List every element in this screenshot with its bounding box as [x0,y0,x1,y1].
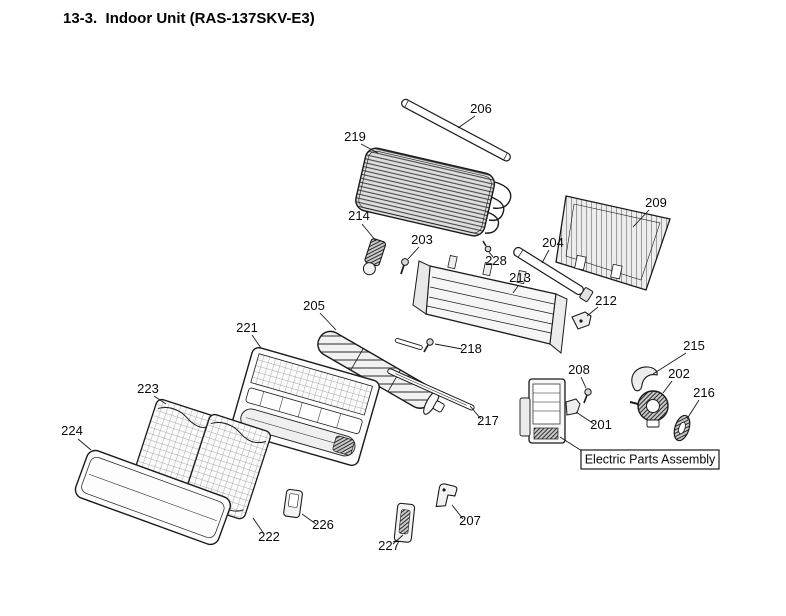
part-204-pipe [513,246,594,303]
part-callout-204: 204 [541,235,564,264]
part-203-screw [400,258,409,275]
part-callout-223: 223 [137,381,167,405]
part-label-203: 203 [411,232,433,247]
part-label-209: 209 [645,195,667,210]
part-224-front-panel [74,449,231,546]
part-callout-203: 203 [407,232,433,260]
part-label-202: 202 [668,366,690,381]
part-label-208: 208 [568,362,590,377]
part-label-223: 223 [137,381,159,396]
part-callout-212: 212 [586,293,617,317]
part-227-cover [393,502,416,543]
part-label-218: 218 [460,341,482,356]
part-label-205: 205 [303,298,325,313]
refrigerant-tubes [484,181,512,234]
part-218-screw [394,338,434,353]
part-label-226: 226 [312,517,334,532]
part-callout-227: 227 [378,534,404,553]
part-label-221: 221 [236,320,258,335]
part-215-bracket [631,366,658,392]
part-label-206: 206 [470,101,492,116]
part-214-motor [362,238,387,276]
part-callout-221: 221 [236,320,262,349]
part-callout-208: 208 [568,362,590,389]
part-callout-214: 214 [348,208,377,242]
part-216-bushing [673,414,691,442]
part-callout-217: 217 [469,405,499,428]
part-label-207: 207 [459,513,481,528]
part-208-screw [583,388,592,404]
part-callout-226: 226 [301,513,334,532]
part-201-electric-box [519,378,581,444]
part-label-216: 216 [693,385,715,400]
part-callout-206: 206 [457,101,492,129]
part-label-201: 201 [590,417,612,432]
part-228-screw [482,240,492,253]
part-callout-213: 213 [509,270,531,294]
part-callout-224: 224 [61,423,92,451]
part-205-crossflow-fan [317,330,445,415]
part-label-219: 219 [344,129,366,144]
part-callout-218: 218 [434,341,482,356]
part-callout-209: 209 [632,195,667,228]
part-label-227: 227 [378,538,400,553]
part-label-222: 222 [258,529,280,544]
part-219-heat-exchanger [355,147,512,237]
part-callout-215: 215 [652,338,705,375]
electric-parts-assembly-callout: Electric Parts Assembly [559,436,720,470]
part-callout-205: 205 [303,298,337,331]
part-label-217: 217 [477,413,499,428]
section-title: 13-3. Indoor Unit (RAS-137SKV-E3) [63,10,315,27]
part-label-224: 224 [61,423,83,438]
part-label-215: 215 [683,338,705,353]
part-226-cover [283,488,303,519]
part-callout-216: 216 [686,385,715,420]
part-label-228: 228 [485,253,507,268]
part-callout-202: 202 [662,366,690,394]
electric-parts-assembly-label: Electric Parts Assembly [585,453,716,467]
part-callout-219: 219 [344,129,379,154]
part-207-bracket [435,483,458,508]
part-209-rear-plate [555,195,671,291]
part-label-213: 213 [509,270,531,285]
part-callout-201: 201 [575,411,612,432]
part-callout-222: 222 [252,517,280,544]
part-217-louver-blade [387,368,475,411]
part-206-pipe [401,98,511,162]
part-label-214: 214 [348,208,370,223]
part-label-212: 212 [595,293,617,308]
part-label-204: 204 [542,235,564,250]
part-callout-228: 228 [485,251,507,268]
part-212-bracket [571,311,592,330]
part-callout-207: 207 [451,504,481,528]
part-202-fan-motor [629,390,669,428]
part-213-chassis [412,255,568,354]
